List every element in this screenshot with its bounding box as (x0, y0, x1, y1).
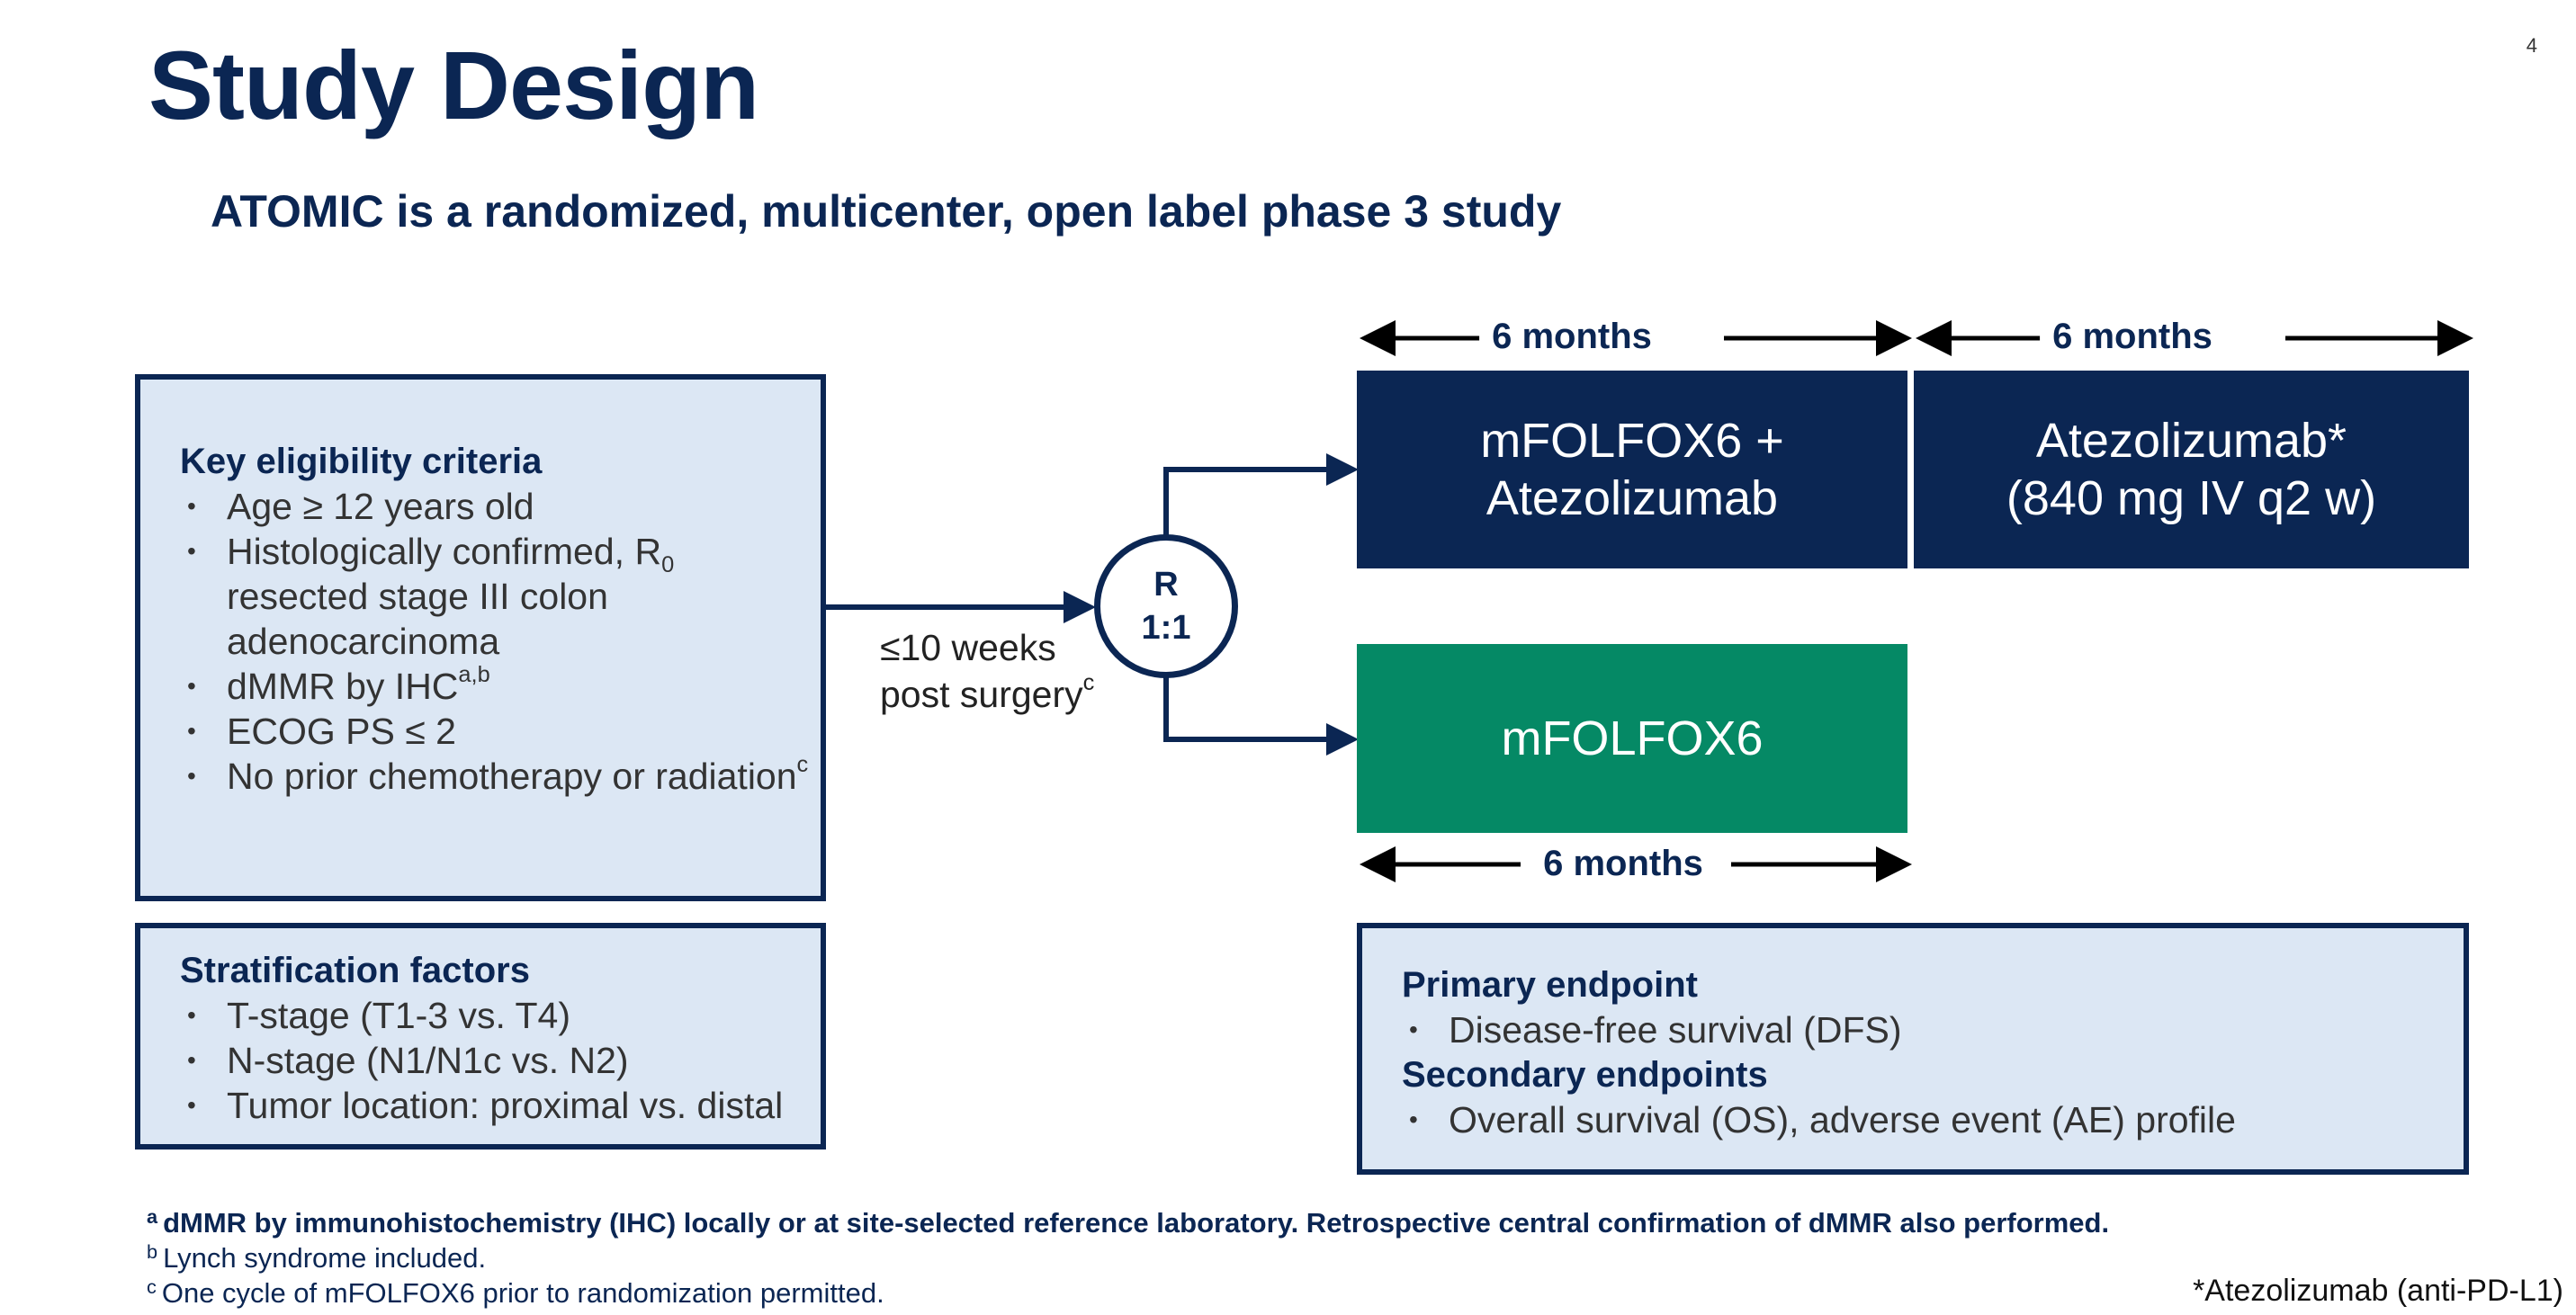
duration-label: 6 months (2040, 317, 2225, 357)
arm-mfolfox6-atezolizumab: mFOLFOX6 +Atezolizumab (1357, 371, 1907, 568)
eligibility-item: ECOG PS ≤ 2 (180, 709, 821, 754)
eligibility-list: Age ≥ 12 years old Histologically confir… (180, 484, 821, 799)
arm-mfolfox6: mFOLFOX6 (1357, 644, 1907, 833)
page-title: Study Design (148, 31, 759, 139)
eligibility-item: dMMR by IHCa,b (180, 663, 821, 709)
randomization-node: R 1:1 (1094, 534, 1238, 678)
page-number: 4 (2526, 34, 2537, 57)
drug-note: *Atezolizumab (anti-PD-L1) (2193, 1274, 2563, 1308)
stratification-heading: Stratification factors (180, 951, 530, 990)
secondary-endpoint-list: Overall survival (OS), adverse event (AE… (1402, 1097, 2464, 1142)
endpoint-item: Disease-free survival (DFS) (1402, 1007, 2464, 1052)
page-subtitle: ATOMIC is a randomized, multicenter, ope… (211, 186, 1562, 237)
duration-label: 6 months (1530, 844, 1716, 884)
timing-label: ≤10 weeks post surgeryc (880, 627, 1095, 715)
duration-label: 6 months (1479, 317, 1665, 357)
primary-endpoint-list: Disease-free survival (DFS) (1402, 1007, 2464, 1052)
endpoints-box: Primary endpoint Disease-free survival (… (1357, 923, 2469, 1175)
eligibility-criteria-box: Key eligibility criteria Age ≥ 12 years … (135, 374, 826, 901)
arm-atezolizumab-maintenance: Atezolizumab*(840 mg IV q2 w) (1914, 371, 2469, 568)
randomization-ratio: 1:1 (1141, 609, 1191, 647)
eligibility-heading: Key eligibility criteria (180, 442, 543, 481)
stratification-list: T-stage (T1-3 vs. T4) N-stage (N1/N1c vs… (180, 993, 821, 1128)
stratification-item: N-stage (N1/N1c vs. N2) (180, 1038, 821, 1083)
randomization-label: R (1153, 566, 1179, 604)
stratification-item: T-stage (T1-3 vs. T4) (180, 993, 821, 1038)
eligibility-item: No prior chemotherapy or radiationc (180, 753, 821, 799)
primary-endpoint-heading: Primary endpoint (1402, 965, 1698, 1005)
stratification-item: Tumor location: proximal vs. distal (180, 1083, 821, 1128)
arrow-to-control-arm (1163, 676, 1359, 756)
endpoint-item: Overall survival (OS), adverse event (AE… (1402, 1097, 2464, 1142)
arrow-to-combo-arm (1163, 453, 1359, 538)
stratification-factors-box: Stratification factors T-stage (T1-3 vs.… (135, 923, 826, 1150)
eligibility-item: Age ≥ 12 years old (180, 484, 821, 529)
eligibility-item: Histologically confirmed, R0 resected st… (180, 529, 821, 664)
secondary-endpoints-heading: Secondary endpoints (1402, 1055, 1768, 1095)
